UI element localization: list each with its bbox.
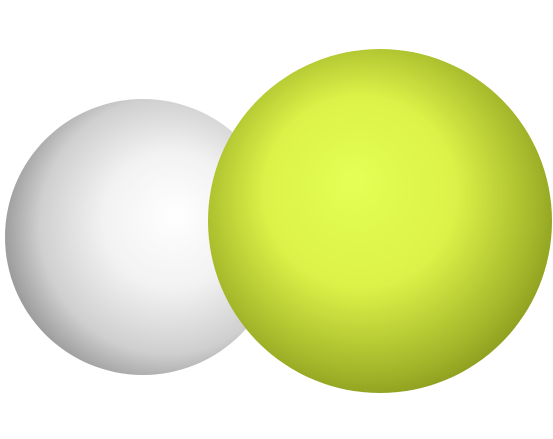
fluorine-atom	[208, 49, 552, 393]
fluorine-atom-sphere-icon	[208, 49, 552, 393]
hydrogen-atom-sphere-icon	[5, 99, 281, 375]
hydrogen-atom	[5, 99, 281, 375]
